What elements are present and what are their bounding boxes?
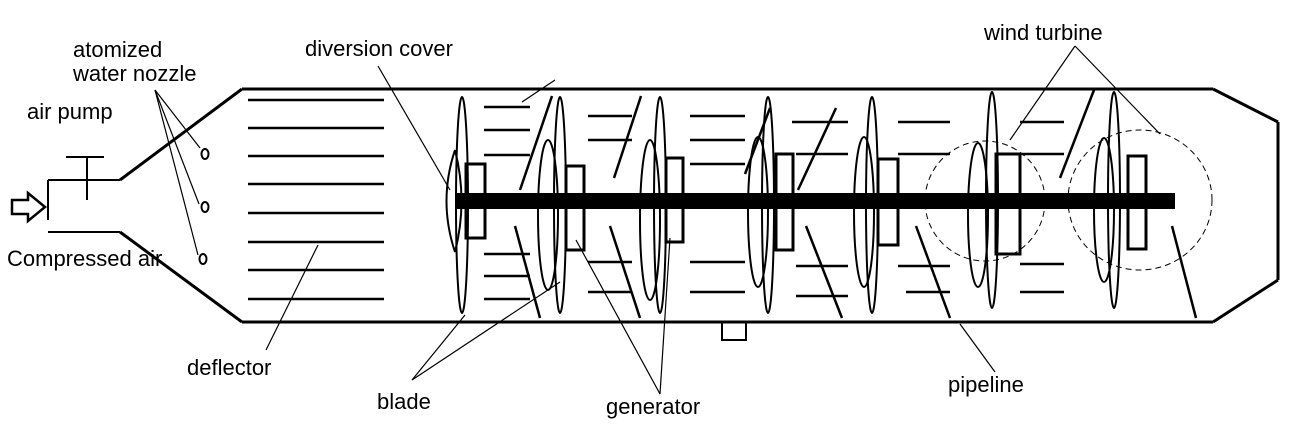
label-atomized-line2: water nozzle: [72, 61, 197, 86]
blade: [967, 142, 989, 288]
blade: [639, 139, 661, 301]
label-generator: generator: [606, 394, 700, 419]
blade: [747, 136, 769, 288]
label-diversion-cover: diversion cover: [305, 36, 453, 61]
inner-deflector-dashes: [484, 105, 1064, 301]
nozzle: [200, 201, 210, 213]
label-air-pump: air pump: [27, 99, 113, 124]
label-atomized-line1: atomized: [73, 37, 162, 62]
blade: [1093, 137, 1115, 283]
nozzle: [198, 253, 208, 265]
label-compressed-air: Compressed air: [7, 246, 162, 271]
label-blade: blade: [377, 389, 431, 414]
atomized-water-nozzles: [198, 148, 210, 265]
compressed-air-arrow-icon: [10, 190, 47, 224]
inlet-tube: [47, 179, 120, 233]
drain-outlet: [721, 322, 747, 341]
label-wind-turbine: wind turbine: [983, 20, 1103, 45]
blade: [853, 136, 875, 288]
main-shaft: [455, 193, 1175, 209]
leader-lines: [154, 45, 1161, 395]
deflector-plates: [248, 98, 384, 301]
label-deflector: deflector: [187, 355, 271, 380]
label-pipeline: pipeline: [948, 372, 1024, 397]
nozzle: [200, 148, 210, 160]
diversion-baffles: [513, 89, 1198, 319]
air-pump: [66, 156, 104, 200]
pipeline-body: [119, 87, 1280, 324]
